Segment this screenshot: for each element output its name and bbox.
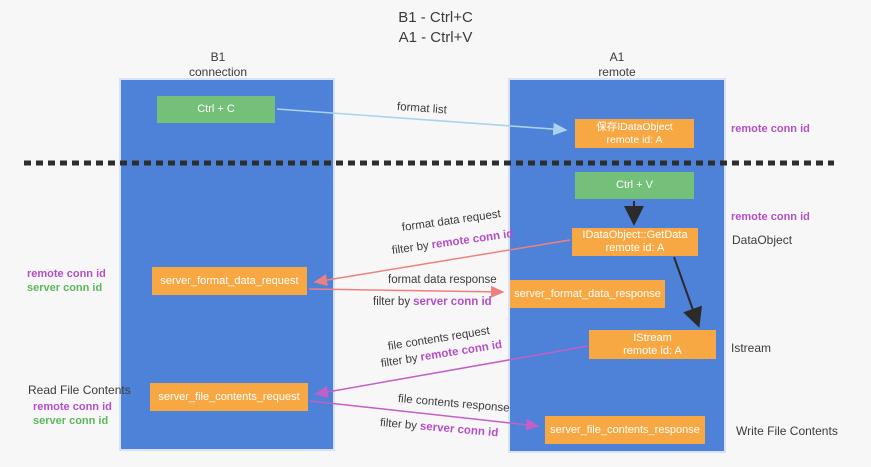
dataobject-label: DataObject <box>732 233 793 247</box>
file-contents-response-label: file contents response <box>397 393 510 415</box>
box-line: remote id: A <box>605 242 665 254</box>
server-file-contents-response-box: server_file_contents_response <box>545 416 705 444</box>
filter-key: server conn id <box>419 420 499 440</box>
filter-key: server conn id <box>413 296 492 308</box>
format-data-request-label: format data request <box>401 208 502 234</box>
server-file-contents-request-box: server_file_contents_request <box>150 383 308 411</box>
box-line: IStream <box>633 332 672 344</box>
filter-prefix: filter by <box>391 239 430 257</box>
title-line-2: A1 - Ctrl+V <box>398 29 473 46</box>
format-list-label: format list <box>396 101 448 117</box>
left-remote-conn-id-label-2: remote conn id <box>33 401 112 413</box>
box-line: 保存IDataObject <box>596 121 673 133</box>
box-line: IDataObject::GetData <box>582 229 688 241</box>
istream-box: IStream remote id: A <box>589 330 716 359</box>
lane-a1-role: remote <box>598 65 636 79</box>
right-remote-conn-id-label-2: remote conn id <box>731 211 810 223</box>
istream-side-label: Istream <box>731 341 772 355</box>
box-line: remote id: A <box>606 134 663 146</box>
format-data-response-arrow <box>308 285 505 298</box>
save-idataobject-box: 保存IDataObject remote id: A <box>575 119 694 148</box>
idataobject-getdata-box: IDataObject::GetData remote id: A <box>572 228 698 256</box>
filter-prefix: filter by <box>380 352 419 370</box>
server-format-data-response-box: server_format_data_response <box>510 280 665 308</box>
lane-header-b1: B1 connection <box>110 50 326 80</box>
read-file-contents-label: Read File Contents <box>28 383 131 397</box>
lane-header-a1: A1 remote <box>508 50 726 80</box>
lane-a1-name: A1 <box>609 50 625 64</box>
lane-b1-name: B1 <box>210 50 226 64</box>
filter-prefix: filter by <box>379 417 418 433</box>
right-remote-conn-id-label: remote conn id <box>731 123 810 135</box>
lane-b1-role: connection <box>188 65 248 79</box>
left-server-conn-id-label: server conn id <box>27 282 103 294</box>
ctrl-v-box: Ctrl + V <box>575 172 694 199</box>
box-line: remote id: A <box>623 345 682 357</box>
ctrl-c-box: Ctrl + C <box>157 96 275 123</box>
server-format-data-request-box: server_format_data_request <box>152 267 307 295</box>
diagram-title: B1 - Ctrl+C A1 - Ctrl+V <box>0 8 871 48</box>
write-file-contents-label: Write File Contents <box>736 424 838 438</box>
title-line-1: B1 - Ctrl+C <box>398 9 473 26</box>
filter-prefix: filter by <box>373 296 411 308</box>
left-server-conn-id-label-2: server conn id <box>33 415 109 427</box>
left-remote-conn-id-label: remote conn id <box>27 268 106 280</box>
format-data-response-label: format data response <box>388 274 497 286</box>
filter-key: remote conn id <box>430 228 515 252</box>
